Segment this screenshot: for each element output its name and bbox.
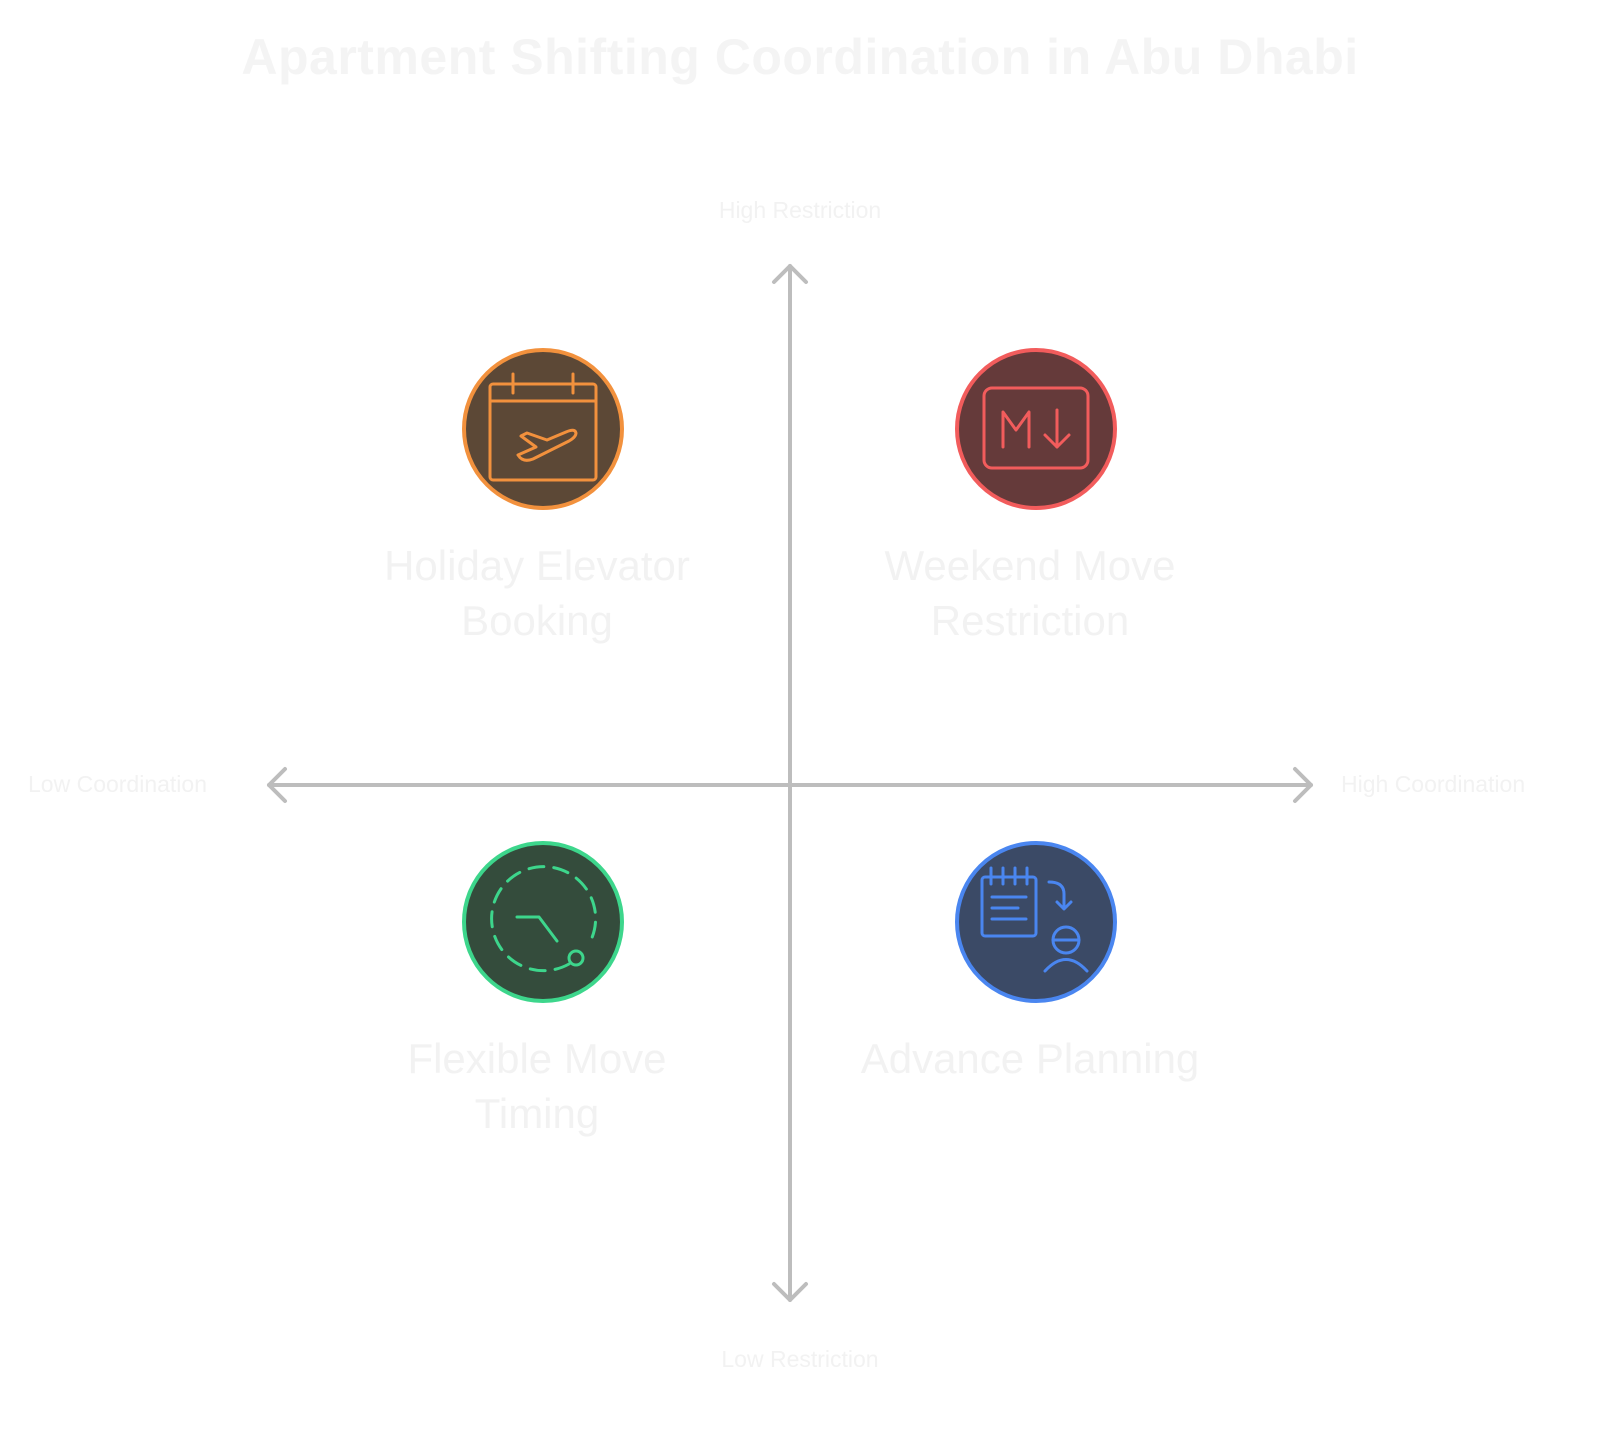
- quadrant-label-advance-planning: Advance Planning: [860, 1035, 1200, 1082]
- arrow-down-icon: [772, 1282, 808, 1302]
- axis-label-low-restriction: Low Restriction: [721, 1346, 879, 1372]
- calendar-airplane-icon: [462, 348, 624, 510]
- axis-label-high-coordination: High Coordination: [1341, 771, 1526, 797]
- notepad-person-icon: [955, 841, 1117, 1003]
- arrow-right-icon: [1293, 767, 1313, 803]
- axis-label-low-coordination: Low Coordination: [28, 771, 208, 797]
- markdown-down-arrow-icon: [955, 348, 1117, 510]
- quadrant-label-weekend-move-restriction: Weekend Move Restriction: [884, 542, 1176, 644]
- arrow-up-icon: [772, 264, 808, 284]
- arrow-left-icon: [267, 767, 287, 803]
- page-title: Apartment Shifting Coordination in Abu D…: [241, 29, 1359, 85]
- quadrant-label-flexible-move-timing: Flexible Move Timing: [407, 1035, 667, 1137]
- clock-dashed-icon: [462, 841, 624, 1003]
- quadrant-label-holiday-elevator-booking: Holiday Elevator Booking: [384, 542, 690, 644]
- axis-label-high-restriction: High Restriction: [718, 197, 882, 223]
